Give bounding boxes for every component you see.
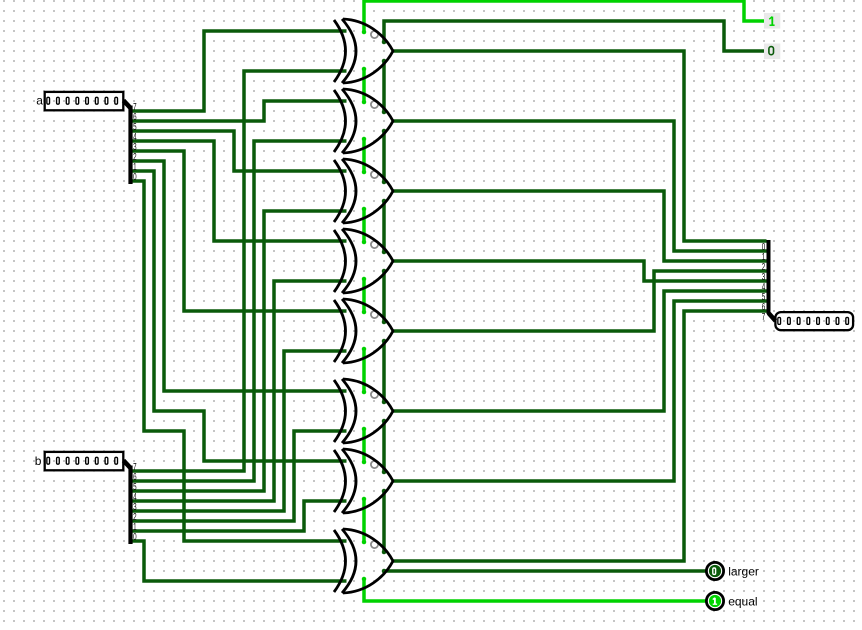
svg-text:5: 5 <box>133 482 137 493</box>
svg-text:4: 4 <box>133 492 137 503</box>
svg-text:a: a <box>36 93 43 107</box>
svg-text:7: 7 <box>762 312 766 323</box>
svg-text:0: 0 <box>133 172 137 183</box>
svg-text:0: 0 <box>762 242 766 253</box>
svg-text:4: 4 <box>133 132 137 143</box>
svg-text:7: 7 <box>133 102 137 113</box>
svg-text:0: 0 <box>133 532 137 543</box>
svg-text:6: 6 <box>133 472 137 483</box>
svg-text:1: 1 <box>133 162 137 173</box>
svg-text:5: 5 <box>762 292 766 303</box>
svg-text:7: 7 <box>133 462 137 473</box>
svg-text:3: 3 <box>133 502 137 513</box>
svg-text:2: 2 <box>133 512 137 523</box>
svg-text:4: 4 <box>762 282 766 293</box>
svg-text:equal: equal <box>728 595 757 609</box>
svg-text:5: 5 <box>133 122 137 133</box>
svg-text:6: 6 <box>133 112 137 123</box>
svg-text:3: 3 <box>133 142 137 153</box>
svg-text:larger: larger <box>728 565 759 579</box>
svg-text:2: 2 <box>762 262 766 273</box>
svg-text:1: 1 <box>762 252 766 263</box>
svg-text:1: 1 <box>133 522 137 533</box>
svg-text:b: b <box>35 454 42 468</box>
svg-text:3: 3 <box>762 272 766 283</box>
svg-text:2: 2 <box>133 152 137 163</box>
svg-text:6: 6 <box>762 302 766 313</box>
